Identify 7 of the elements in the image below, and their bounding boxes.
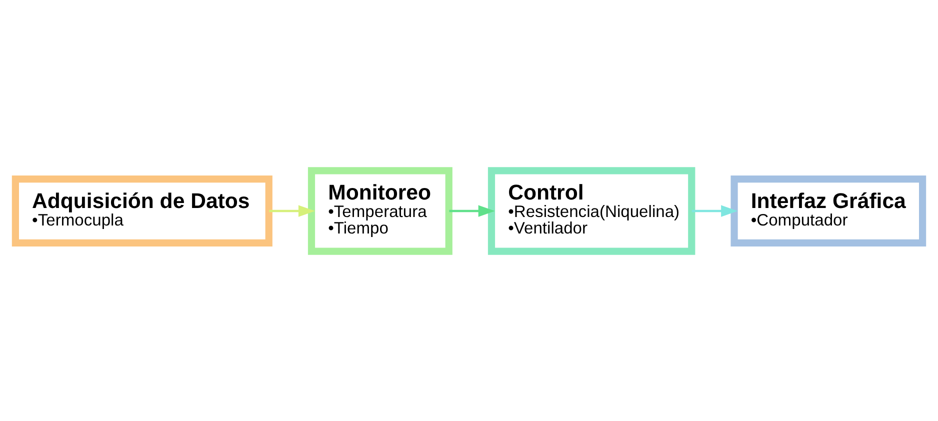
- node-box: Control •Resistencia(Niquelina) •Ventilador: [488, 166, 696, 254]
- node-box: Monitoreo •Temperatura •Tiempo: [308, 166, 452, 254]
- node-box: Adquisición de Datos •Termocupla: [12, 174, 272, 246]
- arrow: [269, 204, 316, 216]
- arrow: [449, 204, 495, 216]
- node-box: Interfaz Gráfica •Computador: [730, 174, 926, 246]
- arrow: [692, 204, 738, 216]
